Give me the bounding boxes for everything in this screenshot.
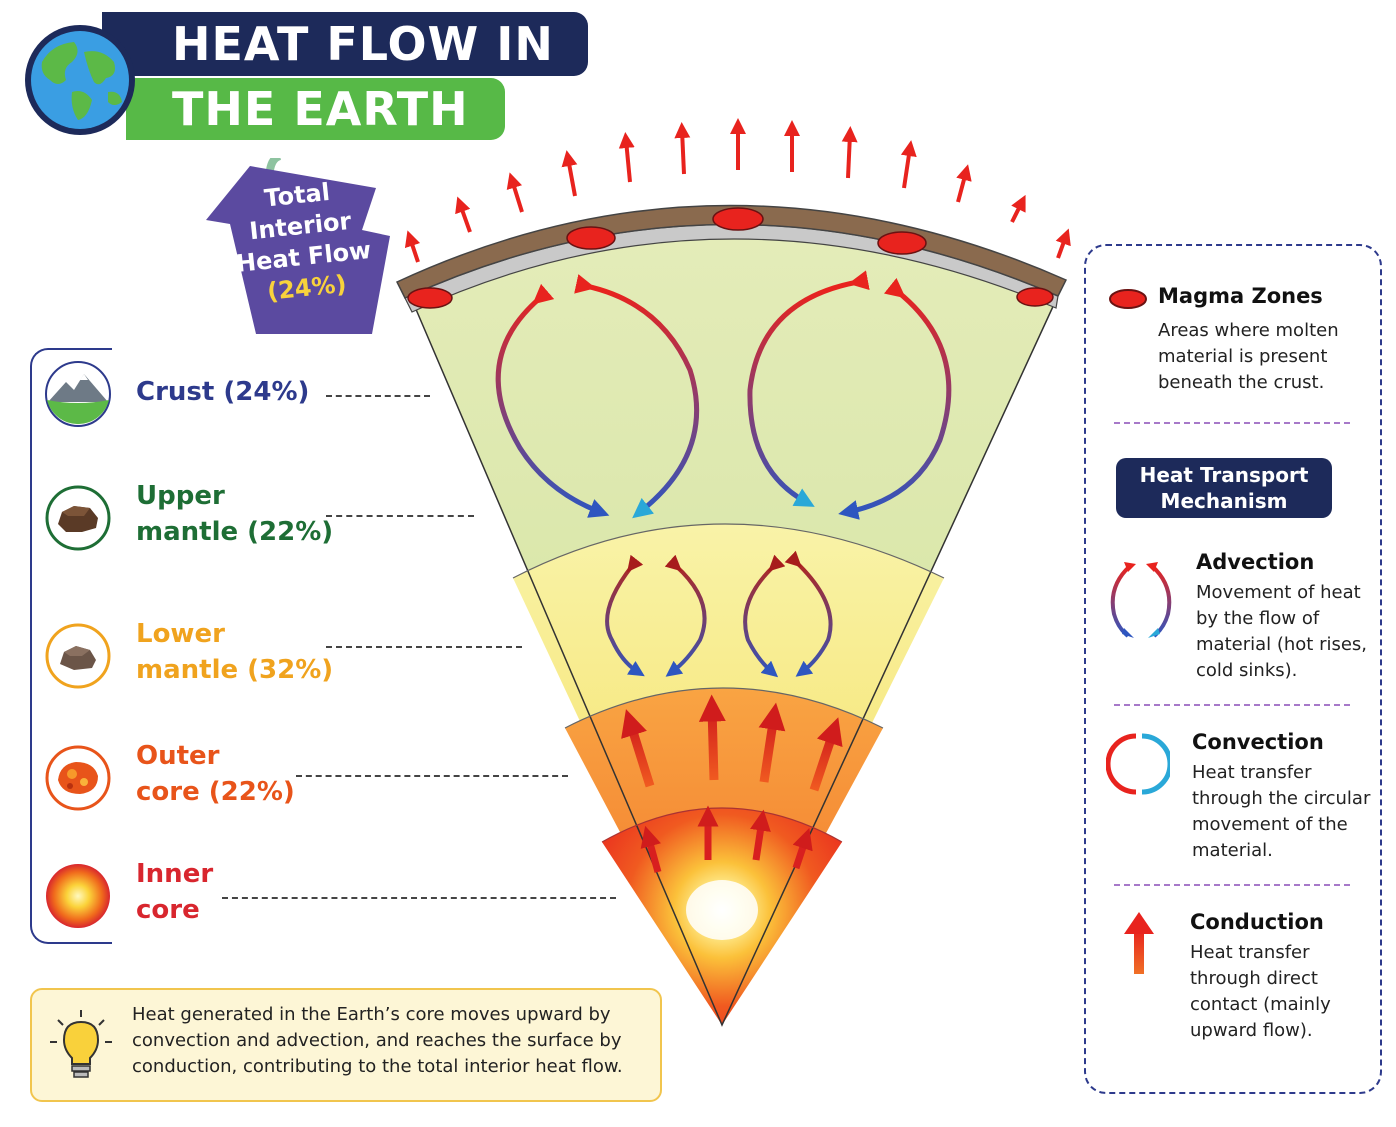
lower-mantle-line-2: mantle (32%) (136, 655, 334, 685)
layer-label-upper-mantle: Upper mantle (22%) (136, 478, 333, 550)
legend-advection-title: Advection (1196, 550, 1315, 574)
interior-heat-flow-badge (206, 158, 390, 334)
legend-separator (1114, 704, 1350, 706)
leader-line-upper-mantle (326, 515, 474, 517)
magma-zone (407, 287, 453, 309)
outer-core-line-1: Outer (136, 741, 220, 771)
leader-line-crust (326, 395, 430, 397)
lower-advection-cells (605, 550, 833, 678)
gray-rock-icon (45, 623, 111, 689)
advection-icon (1110, 562, 1172, 638)
leader-line-lower-mantle (326, 646, 522, 648)
summary-note-text: Heat generated in the Earth’s core moves… (132, 1004, 623, 1077)
layer-label-lower-mantle: Lower mantle (32%) (136, 616, 333, 688)
inner-core-conduction-arrows (640, 805, 813, 873)
legend-separator (1114, 422, 1350, 424)
crust-percent: (24%) (223, 377, 310, 407)
legend-advection-text: Movement of heat by the flow of material… (1196, 582, 1368, 681)
conduction-arrow-icon (1124, 912, 1154, 974)
legend-magma-text: Areas where molten material is present b… (1158, 320, 1339, 393)
mountain-icon (45, 361, 111, 427)
leader-line-outer-core (296, 775, 568, 777)
legend-magma-title: Magma Zones (1158, 284, 1323, 308)
layer-label-inner-core: Inner core (136, 856, 213, 928)
inner-core-line-2: core (136, 895, 200, 925)
legend-convection-text: Heat transfer through the circular movem… (1192, 762, 1371, 861)
inner-core-line-1: Inner (136, 859, 214, 889)
layer-label-crust: Crust (24%) (136, 374, 309, 410)
globe-icon (25, 25, 135, 135)
glowing-core-icon (46, 864, 110, 928)
layer-list-bracket (30, 348, 112, 944)
core-glow (686, 880, 758, 940)
legend-separator (1114, 884, 1350, 886)
title-banner: HEAT FLOW IN THE EARTH (22, 8, 588, 148)
mechanism-header: Heat Transport Mechanism (1116, 458, 1332, 518)
layer-label-outer-core: Outer core (22%) (136, 738, 295, 810)
molten-rock-icon (45, 745, 111, 811)
legend-conduction-title: Conduction (1190, 910, 1324, 934)
crust-name: Crust (136, 377, 215, 407)
legend-panel: Magma Zones Areas where molten material … (1084, 244, 1382, 1094)
light-bulb-icon (50, 1010, 112, 1078)
upper-mantle-line-1: Upper (136, 481, 225, 511)
title-line-1: HEAT FLOW IN (102, 12, 588, 76)
upper-mantle-line-2: mantle (22%) (136, 517, 334, 547)
surface-heat-arrows (404, 118, 1071, 263)
leader-line-inner-core (222, 897, 616, 899)
lower-mantle-line-1: Lower (136, 619, 225, 649)
outer-core-line-2: core (22%) (136, 777, 295, 807)
title-line-2: THE EARTH (126, 78, 505, 140)
legend-conduction-text: Heat transfer through direct contact (ma… (1190, 942, 1331, 1041)
magma-zone (712, 207, 764, 231)
convection-icon (1106, 733, 1170, 795)
magma-zone (877, 231, 927, 255)
upper-advection-cells (495, 270, 952, 520)
magma-zone (566, 226, 616, 250)
summary-note: Heat generated in the Earth’s core moves… (30, 988, 662, 1102)
magma-zone (1016, 287, 1054, 307)
brown-rock-icon (45, 485, 111, 551)
legend-convection-title: Convection (1192, 730, 1324, 754)
magma-zone-legend-icon (1109, 289, 1147, 309)
outer-core-conduction-arrows (621, 694, 843, 792)
